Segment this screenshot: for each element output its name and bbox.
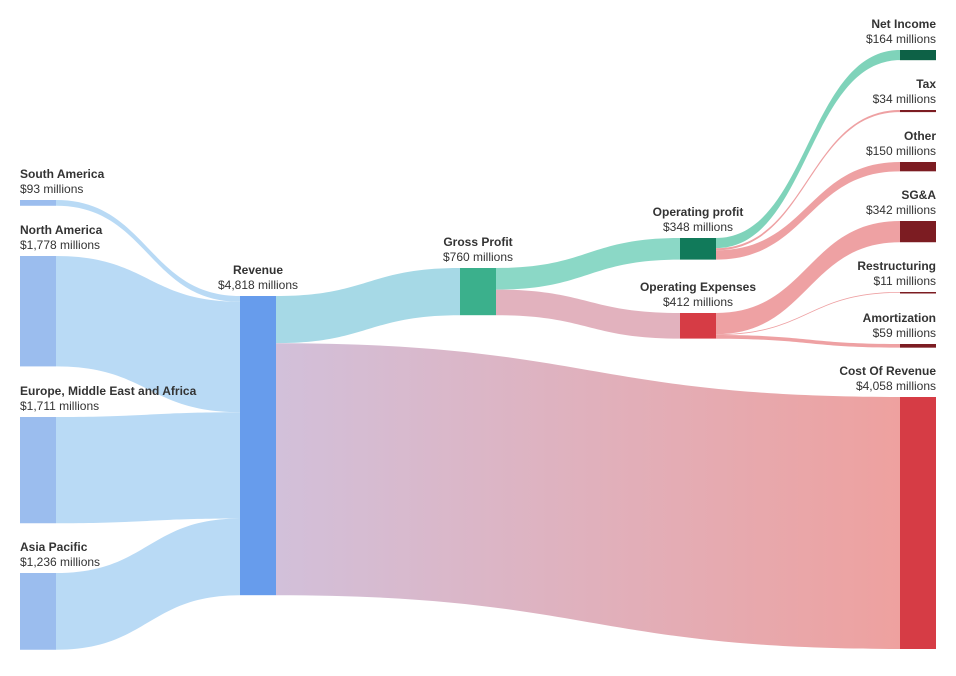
node-label-cost_of_revenue: Cost Of Revenue <box>839 364 936 378</box>
node-apac <box>20 573 56 650</box>
node-label-restructuring: Restructuring <box>857 259 936 273</box>
link-operating_profit-to-net_income <box>716 50 900 249</box>
node-amortization <box>900 344 936 348</box>
node-revenue <box>240 296 276 596</box>
link-operating_expenses-to-amortization <box>716 335 900 348</box>
link-operating_profit-to-tax <box>716 110 900 251</box>
link-emea-to-revenue <box>56 412 240 524</box>
nodes-layer <box>20 50 936 650</box>
node-value-revenue: $4,818 millions <box>218 278 298 292</box>
node-label-gross_profit: Gross Profit <box>443 235 512 249</box>
link-apac-to-revenue <box>56 518 240 650</box>
node-label-north_america: North America <box>20 223 103 237</box>
node-value-cost_of_revenue: $4,058 millions <box>856 379 936 393</box>
node-value-restructuring: $11 millions <box>874 274 936 288</box>
link-south_america-to-revenue <box>56 200 240 302</box>
node-value-south_america: $93 millions <box>20 182 83 196</box>
node-value-gross_profit: $760 millions <box>443 250 513 264</box>
link-revenue-to-cost_of_revenue <box>276 343 900 649</box>
node-cost_of_revenue <box>900 397 936 649</box>
link-gross_profit-to-operating_profit <box>496 238 680 290</box>
node-label-operating_profit: Operating profit <box>653 205 744 219</box>
link-north_america-to-revenue <box>56 256 240 413</box>
link-operating_expenses-to-restructuring <box>716 292 900 336</box>
node-emea <box>20 417 56 524</box>
links-layer <box>56 50 900 650</box>
node-label-emea: Europe, Middle East and Africa <box>20 384 197 398</box>
node-label-tax: Tax <box>916 77 936 91</box>
node-net_income <box>900 50 936 61</box>
node-tax <box>900 110 936 113</box>
node-label-amortization: Amortization <box>863 311 936 325</box>
link-revenue-to-gross_profit <box>276 268 460 344</box>
node-value-net_income: $164 millions <box>866 32 936 46</box>
node-other <box>900 162 936 172</box>
node-value-operating_expenses: $412 millions <box>663 295 733 309</box>
node-sga <box>900 221 936 243</box>
node-operating_profit <box>680 238 716 260</box>
node-label-revenue: Revenue <box>233 263 283 277</box>
node-value-tax: $34 millions <box>873 92 936 106</box>
node-value-north_america: $1,778 millions <box>20 238 100 252</box>
node-label-net_income: Net Income <box>871 17 936 31</box>
node-value-other: $150 millions <box>866 144 936 158</box>
node-operating_expenses <box>680 313 716 339</box>
node-value-apac: $1,236 millions <box>20 555 100 569</box>
node-label-south_america: South America <box>20 167 105 181</box>
node-label-other: Other <box>904 129 936 143</box>
node-gross_profit <box>460 268 496 316</box>
node-north_america <box>20 256 56 367</box>
node-value-amortization: $59 millions <box>873 326 936 340</box>
node-label-apac: Asia Pacific <box>20 540 88 554</box>
node-value-operating_profit: $348 millions <box>663 220 733 234</box>
node-label-operating_expenses: Operating Expenses <box>640 280 756 294</box>
node-label-sga: SG&A <box>901 188 936 202</box>
link-operating_expenses-to-sga <box>716 221 900 335</box>
node-south_america <box>20 200 56 206</box>
node-value-sga: $342 millions <box>866 203 936 217</box>
node-restructuring <box>900 292 936 294</box>
link-operating_profit-to-other <box>716 162 900 260</box>
node-value-emea: $1,711 millions <box>20 399 99 413</box>
link-gross_profit-to-operating_expenses <box>496 289 680 339</box>
